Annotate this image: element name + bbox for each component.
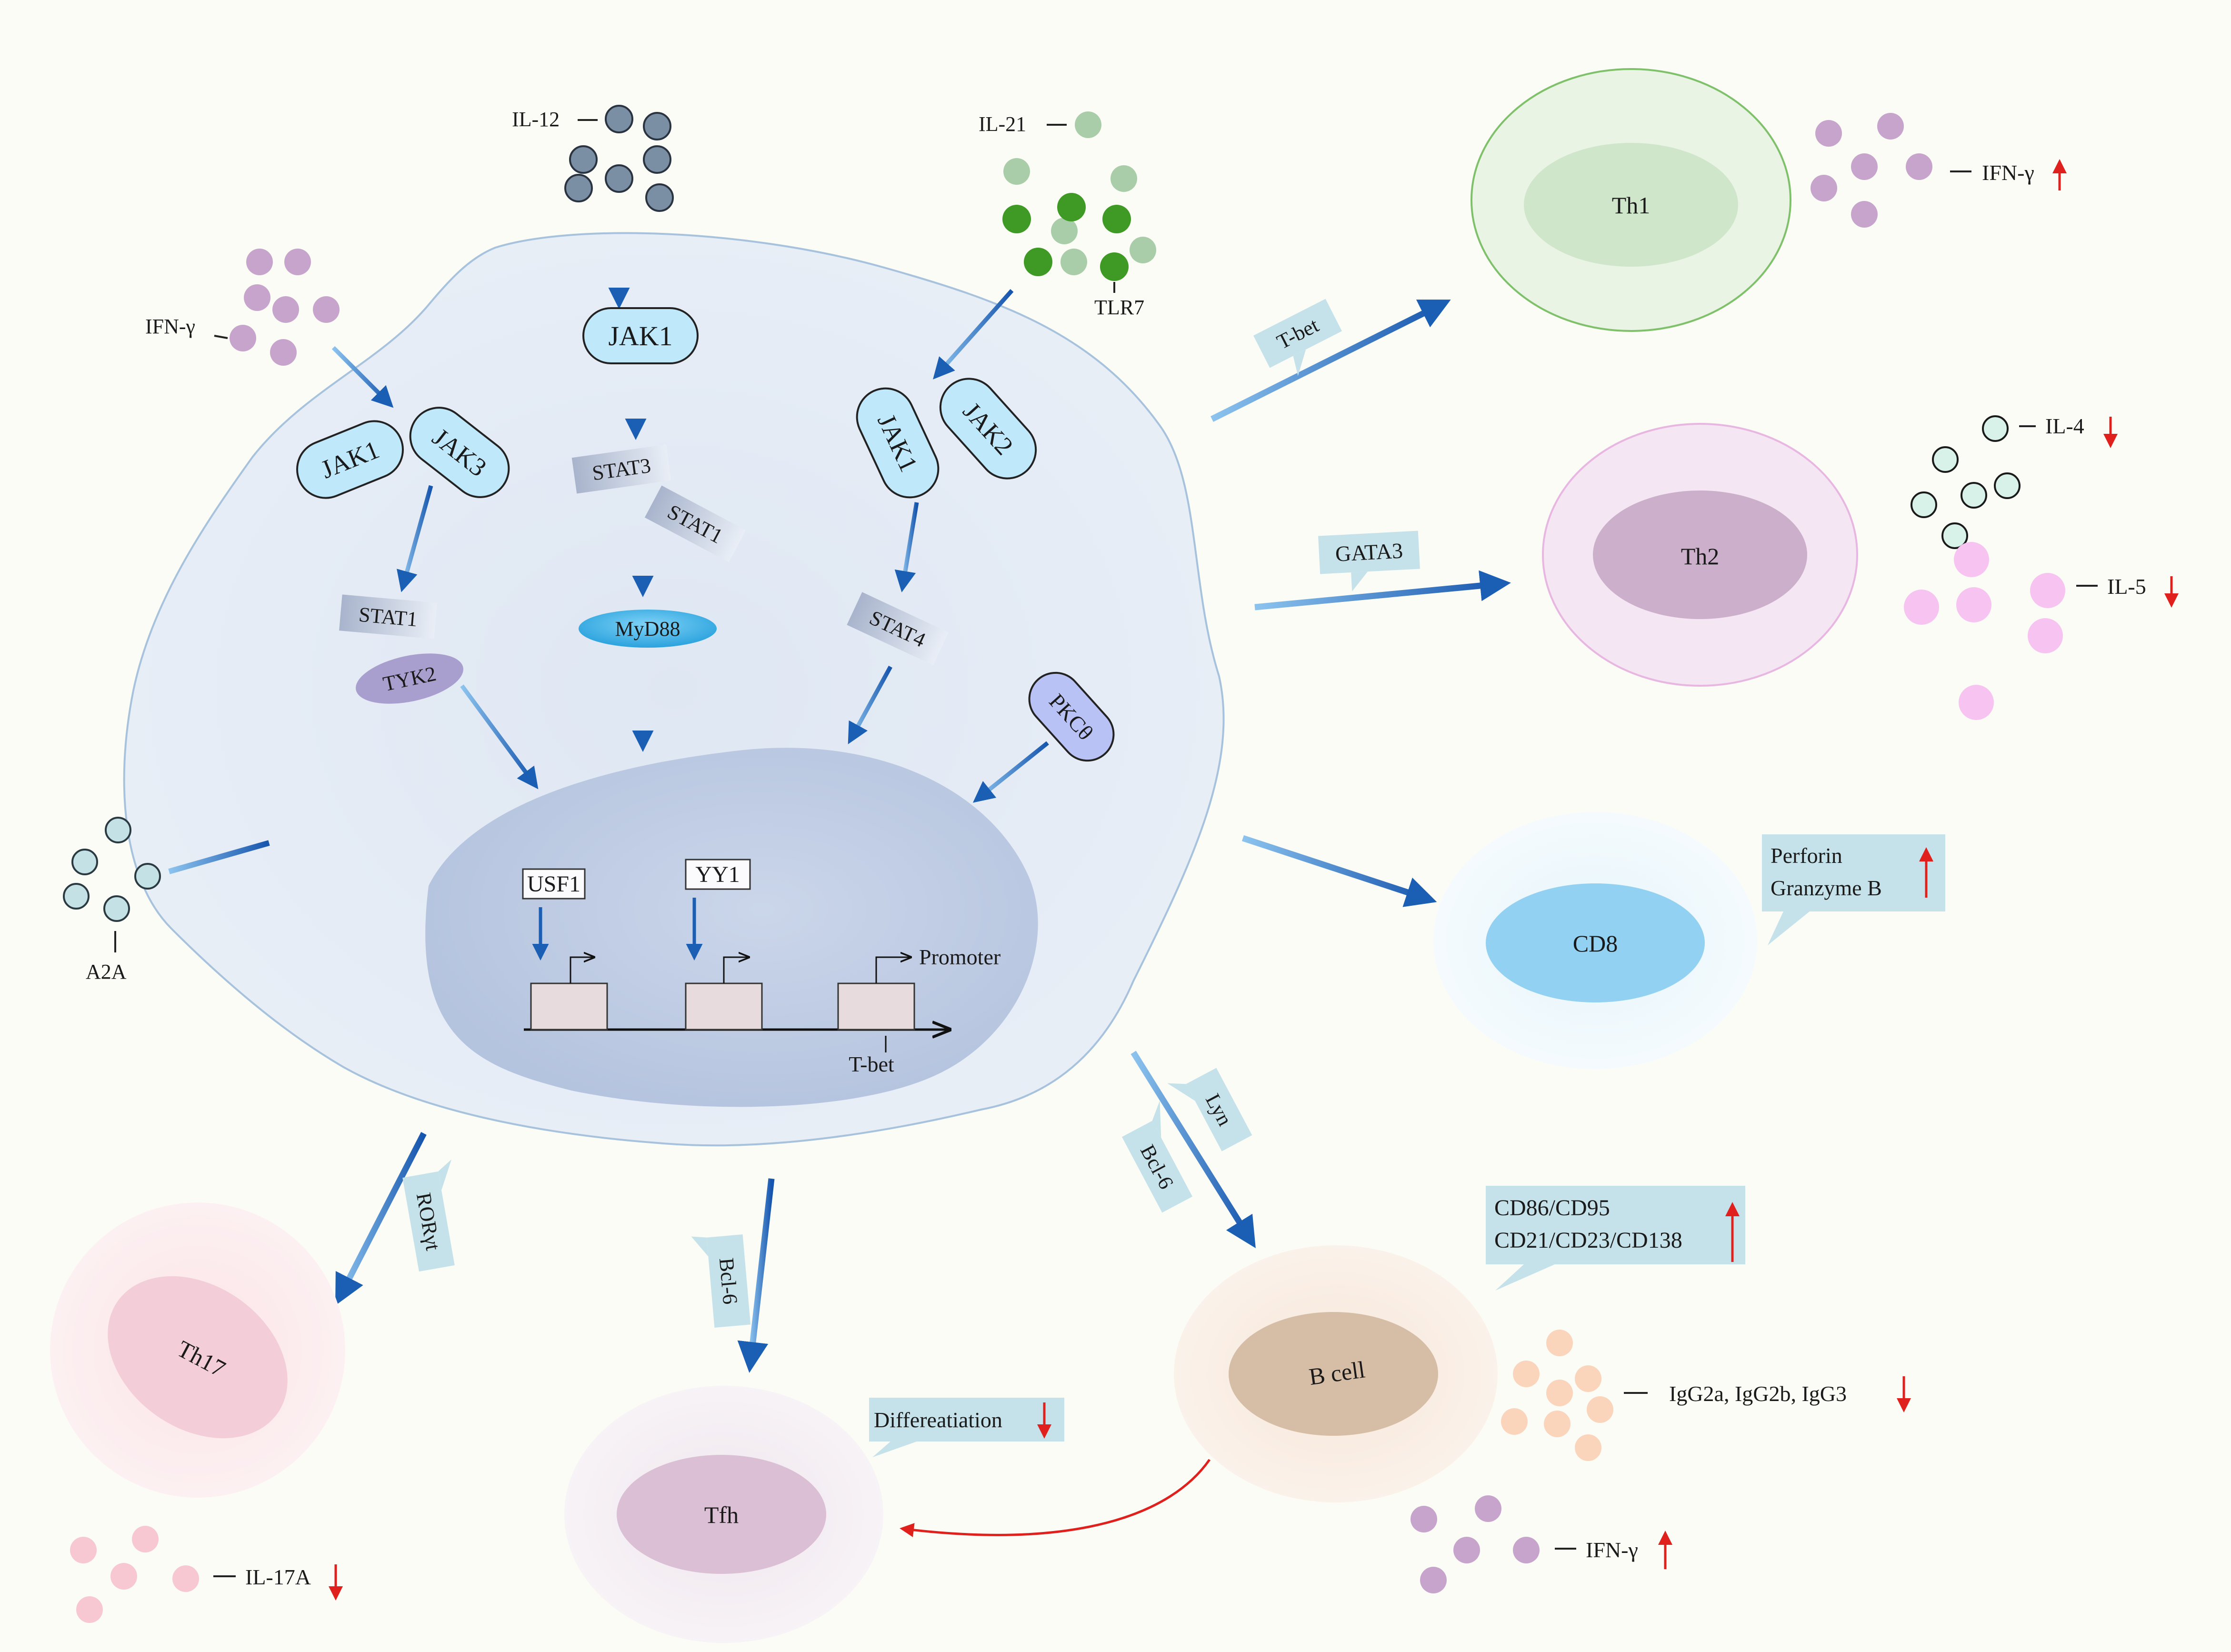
jak3-pill: JAK3 [409,407,510,498]
svg-text:CD86/CD95: CD86/CD95 [1494,1195,1610,1221]
svg-text:IFN-γ: IFN-γ [1982,160,2034,185]
tbet-callout: T-bet [1253,299,1342,376]
th2-label: Th2 [1681,543,1720,570]
bcell-to-tfh-arrow [900,1459,1211,1537]
a2a-ligand-group: A2A [63,817,270,983]
th1-cell: Th1 [1471,68,1791,332]
th1-ifn-output: IFN-γ [1811,113,2067,228]
il17a-output: IL-17A [70,1526,343,1623]
cd8-output-callout: Perforin Granzyme B [1762,834,1945,945]
yy1-box [685,859,751,890]
tfh-label: Tfh [704,1502,739,1528]
promoter-label: Promoter [919,945,1000,969]
il21-label: IL-21 [979,112,1026,136]
il4-output: IL-4 [1911,414,2118,549]
usf1-box [522,868,586,900]
svg-text:Granzyme B: Granzyme B [1771,876,1882,900]
ror-gamma-t-callout: RORγt [402,1159,455,1272]
th17-cell: Th17 [50,1202,345,1498]
gata3-callout: GATA3 [1318,531,1420,591]
bcl6-tfh-callout: Bcl-6 [691,1234,751,1328]
svg-text:STAT1: STAT1 [358,603,418,631]
il5-output: IL-5 [1904,542,2179,720]
svg-text:IL-5: IL-5 [2107,574,2146,599]
tbet-gene-label: T-bet [849,1052,894,1076]
lyn-callout: Lyn [1167,1068,1252,1151]
bcl6-bcell-callout: Bcl-6 [1121,1101,1193,1213]
svg-text:JAK1: JAK1 [608,320,672,351]
differentiation-callout: Differeatiation [869,1398,1064,1457]
myd88-ellipse: MyD88 [579,610,717,648]
gene-promoter-region: USF1 YY1 Promoter T-bet [522,859,1000,1076]
th2-cell: Th2 [1542,423,1858,687]
igg-output: IgG2a, IgG2b, IgG3 [1501,1330,1911,1461]
il12-label: IL-12 [512,108,560,131]
jak1-right-pill: JAK1 [856,387,940,499]
bcell-marker-callout: CD86/CD95 CD21/CD23/CD138 [1486,1186,1745,1291]
ifn-gamma-label: IFN-γ [145,315,195,338]
ifn-gamma-ligand-group: IFN-γ [145,249,340,366]
tlr7-label: TLR7 [1094,296,1144,319]
pkc-theta-pill: PKCθ [1028,671,1115,762]
tyk2-ellipse: TYK2 [356,653,463,704]
svg-text:Differeatiation: Differeatiation [874,1408,1002,1432]
stat3-box: STAT3 [571,444,671,494]
jak1-center-pill: JAK1 [582,307,699,364]
stat1-left-box: STAT1 [339,594,437,639]
svg-text:IFN-γ: IFN-γ [1586,1538,1638,1562]
cd8-label: CD8 [1573,930,1618,957]
usf1-label: USF1 [527,871,580,897]
jak1-left-pill: JAK1 [296,420,404,499]
il21-ligand-group: IL-21 TLR7 [979,111,1156,319]
a2a-binding-line [168,840,270,874]
svg-text:MyD88: MyD88 [615,617,680,641]
bcell-ifn-output: IFN-γ [1411,1495,1672,1593]
svg-text:IL-4: IL-4 [2045,414,2084,438]
a2a-label: A2A [86,960,127,983]
th1-label: Th1 [1612,192,1651,219]
svg-text:CD21/CD23/CD138: CD21/CD23/CD138 [1494,1228,1682,1253]
jak2-pill: JAK2 [939,378,1037,480]
bcell: B cell [1174,1245,1498,1502]
il12-ligand-group: IL-12 [512,105,674,212]
svg-text:GATA3: GATA3 [1335,538,1403,566]
yy1-label: YY1 [695,862,740,887]
svg-text:Perforin: Perforin [1771,843,1842,868]
svg-text:IL-17A: IL-17A [245,1565,311,1589]
svg-text:IgG2a, IgG2b, IgG3: IgG2a, IgG2b, IgG3 [1669,1382,1847,1406]
cd8-cell: CD8 [1433,812,1757,1069]
outgoing-arrows [335,300,1511,1373]
tfh-cell: Tfh [564,1386,883,1643]
svg-text:Bcl-6: Bcl-6 [715,1257,742,1305]
